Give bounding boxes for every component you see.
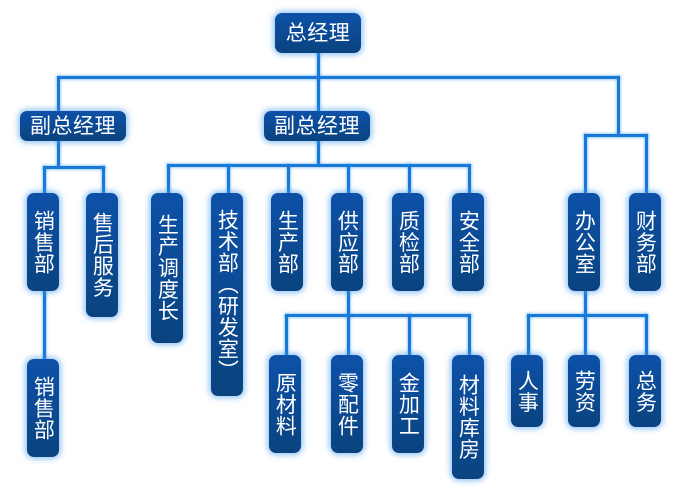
node-production-scheduler[interactable]: 生产调度长: [151, 193, 183, 343]
connector-to-spare-parts: [347, 314, 350, 356]
connector-to-personnel: [527, 314, 530, 356]
connector-vp-left-stem: [57, 140, 60, 168]
connector-to-safety-dept: [468, 164, 471, 194]
node-production-dept[interactable]: 生产部: [271, 193, 303, 291]
node-labor-wages[interactable]: 劳资: [568, 355, 600, 427]
connector-office-stem: [584, 290, 587, 316]
node-material-warehouse[interactable]: 材料库房: [452, 355, 484, 479]
connector-to-finance-dept: [645, 134, 648, 194]
connector-right-bus: [584, 134, 648, 137]
connector-to-sales-dept: [43, 166, 46, 194]
connector-supply-bus: [285, 314, 471, 317]
node-general-manager[interactable]: 总经理: [275, 13, 361, 53]
connector-drop-vp-left: [57, 76, 60, 112]
connector-vp-mid-bus: [167, 164, 471, 167]
connector-to-supply-dept: [347, 164, 350, 194]
connector-to-metal-proc: [408, 314, 411, 356]
node-personnel[interactable]: 人事: [511, 355, 543, 427]
node-after-sales-service[interactable]: 售后服务: [86, 193, 118, 317]
node-deputy-gm-mid[interactable]: 副总经理: [264, 111, 370, 141]
node-raw-material[interactable]: 原材料: [269, 355, 301, 453]
node-supply-dept[interactable]: 供应部: [331, 193, 363, 291]
connector-root-stem: [317, 52, 320, 78]
connector-to-prod-dept: [287, 164, 290, 194]
connector-office-bus: [527, 314, 647, 317]
node-sales-dept-sub[interactable]: 销售部: [27, 359, 59, 457]
node-safety-dept[interactable]: 安全部: [452, 193, 484, 291]
node-deputy-gm-left[interactable]: 副总经理: [20, 111, 126, 141]
connector-to-raw-material: [285, 314, 288, 356]
node-finance-dept[interactable]: 财务部: [629, 193, 661, 291]
node-quality-control-dept[interactable]: 质检部: [392, 193, 424, 291]
connector-to-office: [584, 134, 587, 194]
connector-to-general-affairs: [645, 314, 648, 356]
node-technology-dept[interactable]: 技术部（研发室）: [211, 193, 243, 396]
connector-drop-vp-mid: [317, 76, 320, 112]
connector-to-tech-dept: [227, 164, 230, 194]
node-spare-parts[interactable]: 零配件: [331, 355, 363, 453]
connector-to-after-sales: [102, 166, 105, 194]
connector-supply-stem: [347, 290, 350, 316]
connector-vp-mid-stem: [317, 140, 320, 166]
connector-to-qc-dept: [408, 164, 411, 194]
connector-to-material-store: [468, 314, 471, 356]
connector-sales-to-sales-sub: [43, 290, 46, 360]
connector-to-labor-wages: [584, 314, 587, 356]
node-sales-dept[interactable]: 销售部: [27, 193, 59, 291]
node-metal-processing[interactable]: 金加工: [392, 355, 424, 453]
connector-drop-right-branch: [617, 76, 620, 136]
node-office[interactable]: 办公室: [568, 193, 600, 291]
connector-to-prod-sched: [167, 164, 170, 194]
connector-vp-left-bus: [43, 166, 105, 169]
node-general-affairs[interactable]: 总务: [629, 355, 661, 427]
connector-top-bus: [57, 76, 620, 79]
